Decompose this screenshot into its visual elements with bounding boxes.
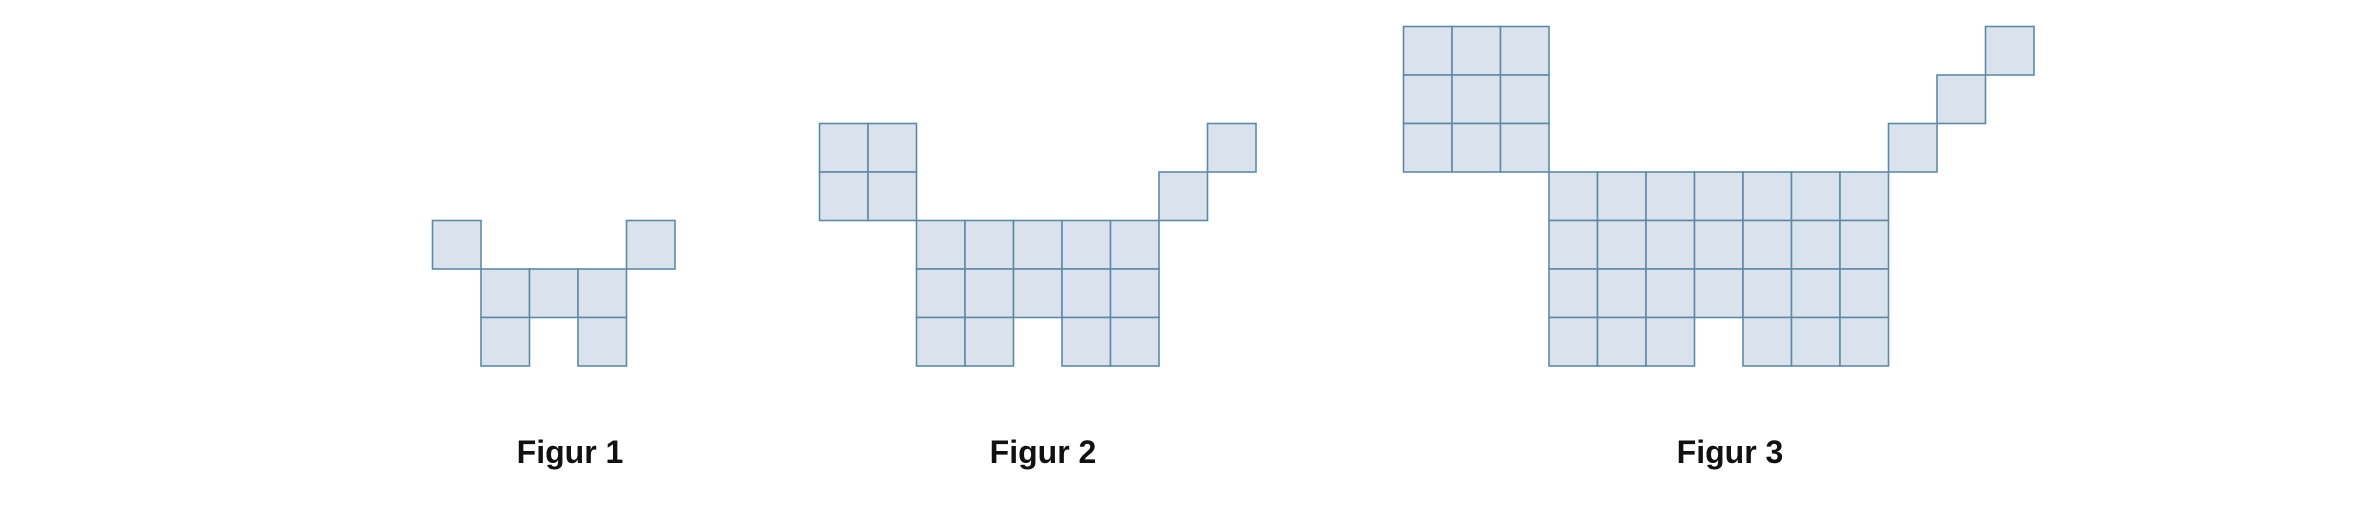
square [1548, 316, 1599, 367]
square [1012, 219, 1063, 270]
square [1839, 268, 1890, 319]
square [1109, 268, 1160, 319]
square [1061, 316, 1112, 367]
figur-2-squares [818, 122, 1257, 367]
square [1839, 219, 1890, 270]
square [1451, 25, 1502, 76]
square [1499, 122, 1550, 173]
square [1742, 171, 1793, 222]
square [1645, 268, 1696, 319]
square [1693, 219, 1744, 270]
square [480, 316, 531, 367]
square [1596, 316, 1647, 367]
square [528, 268, 579, 319]
square [1742, 219, 1793, 270]
square [1790, 316, 1841, 367]
square [1158, 171, 1209, 222]
square [1451, 74, 1502, 125]
square [1742, 268, 1793, 319]
square [867, 122, 918, 173]
square [1548, 268, 1599, 319]
square [1499, 74, 1550, 125]
square [915, 268, 966, 319]
square [867, 171, 918, 222]
square [577, 268, 628, 319]
square [1402, 74, 1453, 125]
square [1499, 25, 1550, 76]
square [915, 316, 966, 367]
figur-2-caption: Figur 2 [989, 434, 1097, 470]
square [818, 171, 869, 222]
square [818, 122, 869, 173]
square [577, 316, 628, 367]
square [1887, 122, 1938, 173]
square [480, 268, 531, 319]
figur-1-squares [431, 219, 676, 367]
square [1061, 268, 1112, 319]
square [915, 219, 966, 270]
square [1402, 122, 1453, 173]
square [1645, 316, 1696, 367]
figur-3-caption: Figur 3 [1676, 434, 1784, 470]
square [1596, 219, 1647, 270]
square [1206, 122, 1257, 173]
square [1790, 171, 1841, 222]
square [1790, 268, 1841, 319]
square [1742, 316, 1793, 367]
square [1596, 268, 1647, 319]
square [964, 316, 1015, 367]
figur-3-squares [1402, 25, 2035, 367]
square [1596, 171, 1647, 222]
square [1548, 171, 1599, 222]
square [964, 219, 1015, 270]
square [1109, 316, 1160, 367]
square [1936, 74, 1987, 125]
square [1839, 316, 1890, 367]
square [1645, 219, 1696, 270]
square [1839, 171, 1890, 222]
square [1645, 171, 1696, 222]
square [431, 219, 482, 270]
square [1109, 219, 1160, 270]
figur-1-caption: Figur 1 [516, 434, 624, 470]
square [1984, 25, 2035, 76]
square [1451, 122, 1502, 173]
square [1693, 268, 1744, 319]
square [964, 268, 1015, 319]
square [1790, 219, 1841, 270]
square [625, 219, 676, 270]
square [1548, 219, 1599, 270]
square [1012, 268, 1063, 319]
square [1402, 25, 1453, 76]
square [1061, 219, 1112, 270]
square [1693, 171, 1744, 222]
